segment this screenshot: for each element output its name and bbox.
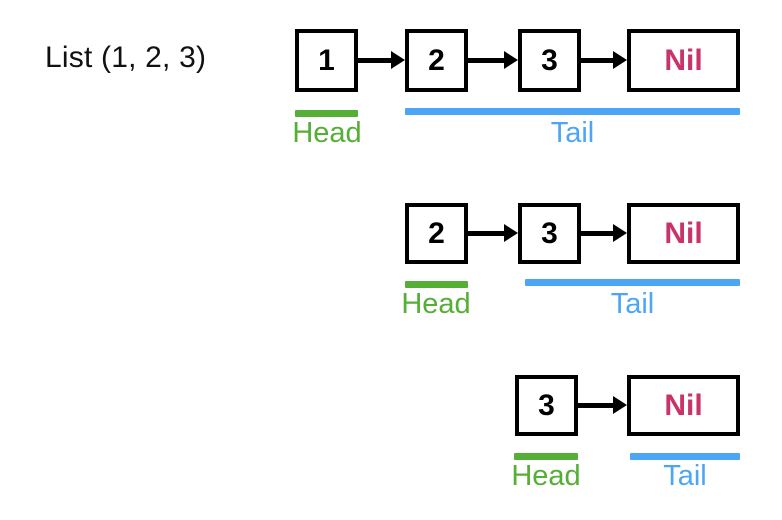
tail-marker-bar [525, 279, 740, 286]
nil-node-box: Nil [627, 203, 740, 264]
node-box: 3 [515, 375, 578, 436]
arrow-icon [581, 51, 627, 69]
node-box: 1 [295, 29, 358, 92]
node-box: 3 [518, 203, 581, 264]
node-box: 2 [405, 203, 468, 264]
list-title-label: List (1, 2, 3) [45, 41, 207, 74]
node-box: 3 [518, 29, 581, 92]
tail-marker-bar [405, 108, 740, 115]
arrow-icon [468, 51, 518, 69]
tail-marker-label: Tail [610, 288, 655, 320]
head-marker-label: Head [511, 460, 581, 492]
node-box: 2 [405, 29, 468, 92]
node-value: 2 [428, 216, 445, 250]
head-marker-label: Head [401, 288, 471, 320]
nil-node-box: Nil [627, 375, 740, 436]
arrow-icon [468, 224, 518, 242]
node-value: 1 [318, 43, 335, 77]
nil-node-box: Nil [627, 29, 740, 92]
node-value: 3 [541, 216, 558, 250]
node-value: 2 [428, 43, 445, 77]
tail-marker-bar [630, 453, 740, 460]
arrow-icon [578, 396, 627, 414]
head-marker-bar [295, 110, 358, 117]
head-marker-label: Head [292, 117, 362, 149]
arrow-icon [581, 224, 627, 242]
tail-marker-label: Tail [663, 460, 707, 492]
nil-value: Nil [664, 388, 703, 422]
head-marker-bar [405, 281, 468, 288]
node-value: 3 [541, 43, 558, 77]
head-marker-bar [514, 453, 578, 460]
node-value: 3 [538, 388, 555, 422]
tail-marker-label: Tail [550, 117, 595, 149]
nil-value: Nil [664, 43, 703, 77]
nil-value: Nil [664, 216, 703, 250]
arrow-icon [358, 51, 405, 69]
